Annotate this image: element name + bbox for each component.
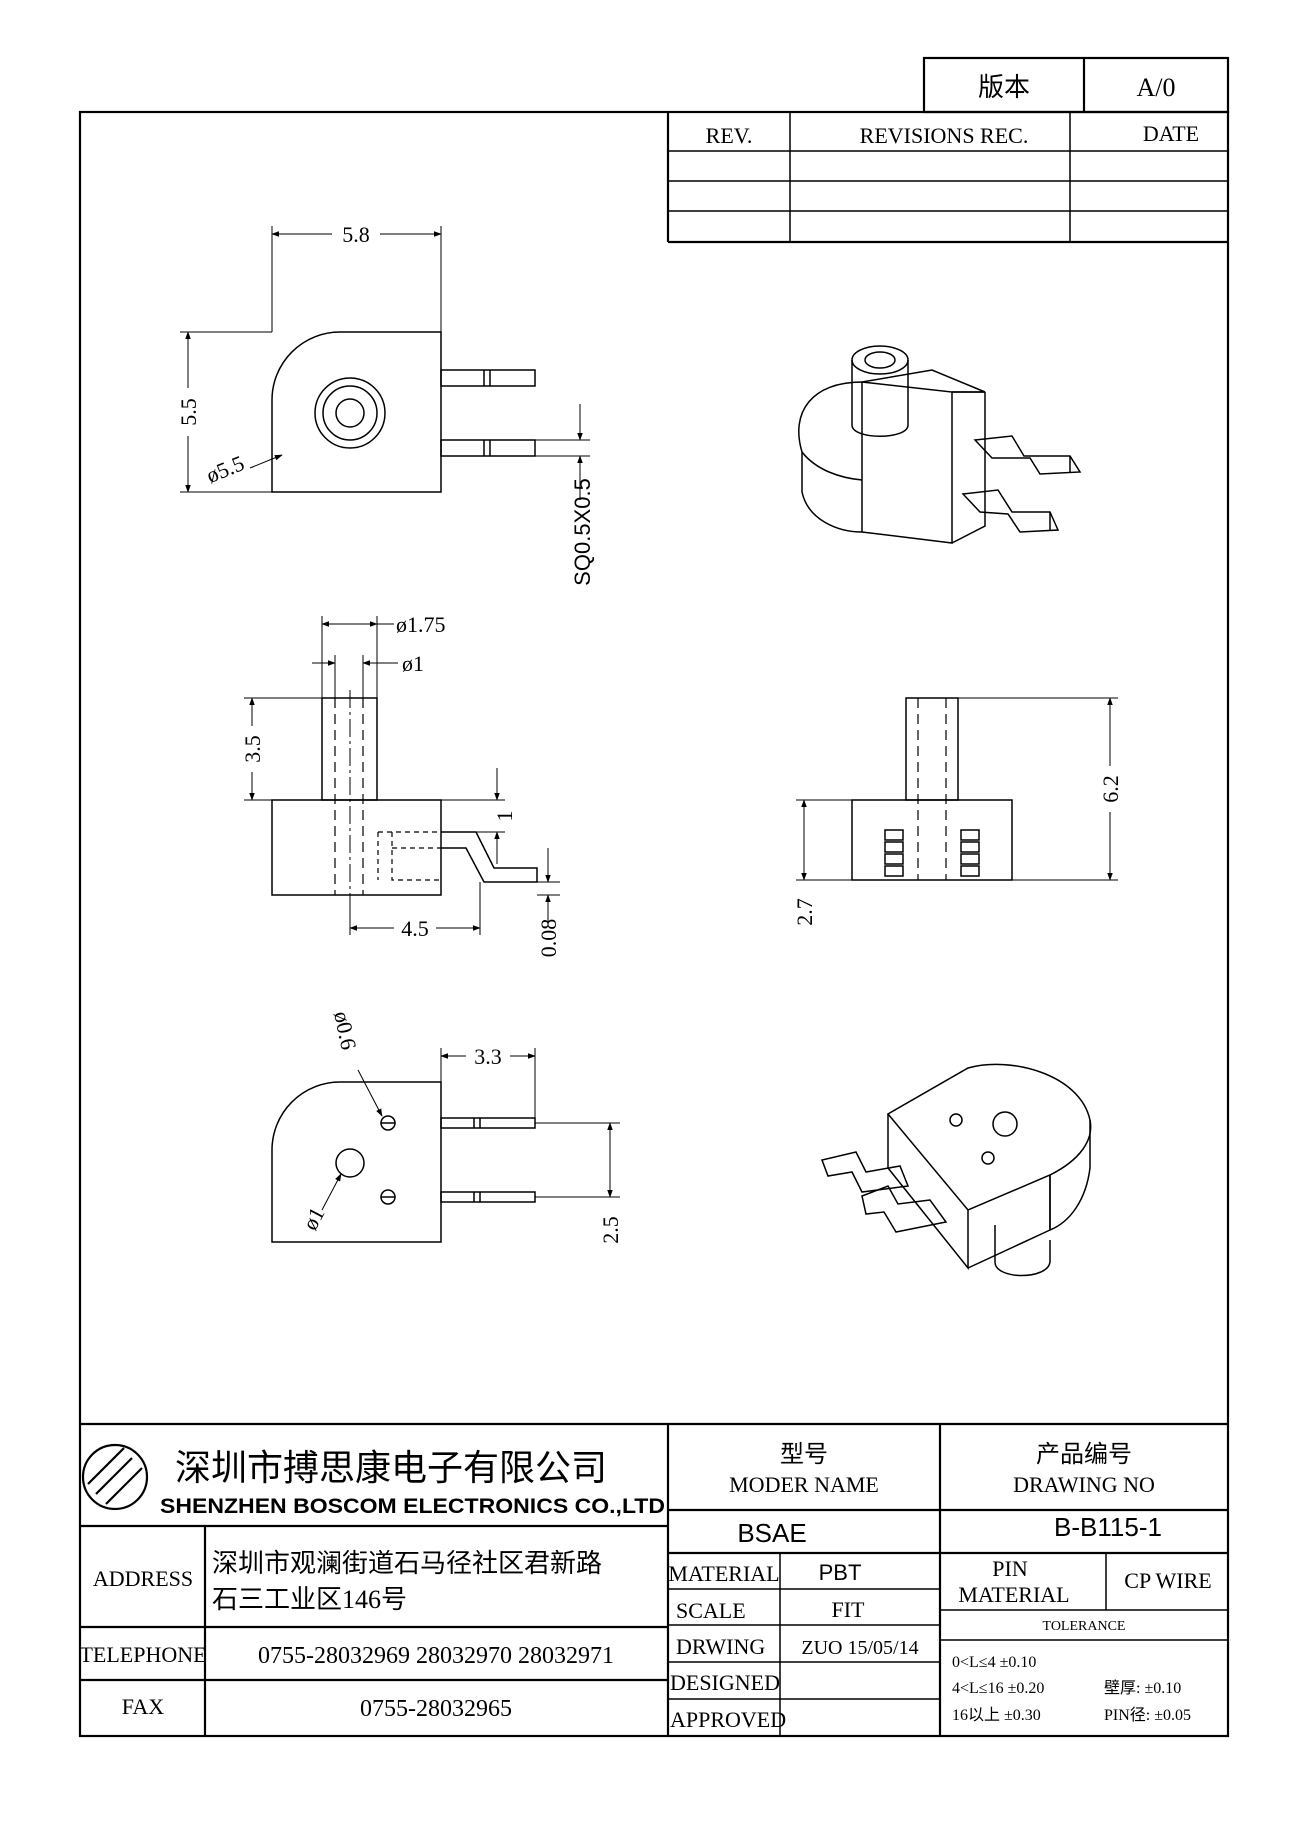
pin-material-label-2: MATERIAL	[958, 1582, 1069, 1607]
bottom-view: 3.3 2.5 ø0.6 ø1	[271, 1009, 623, 1244]
fax-value: 0755-28032965	[360, 1696, 512, 1722]
dim-pin-section: SQ0.5X0.5	[570, 478, 595, 586]
version-label: 版本	[978, 73, 1030, 102]
company-logo	[81, 1443, 149, 1511]
pin-material-value: CP WIRE	[1124, 1568, 1211, 1593]
drawing-value: B-B115-1	[1054, 1512, 1162, 1542]
drawing-label-en: DRAWING NO	[1013, 1472, 1155, 1497]
dim-tube-outer: ø1.75	[396, 612, 446, 637]
dim-tube-inner: ø1	[402, 651, 424, 676]
telephone-value: 0755-28032969 28032970 28032971	[258, 1643, 614, 1669]
address-line2: 石三工业区146号	[212, 1585, 407, 1614]
dim-bottom-pin-pitch: 2.5	[598, 1216, 623, 1244]
front-view: 2.7 6.2	[792, 697, 1124, 926]
tolerance-label: TOLERANCE	[1043, 1619, 1126, 1634]
pin-ends-right	[960, 829, 980, 877]
tolerance-row2: 4<L≤16 ±0.20	[952, 1680, 1044, 1697]
drawing-border	[78, 110, 1230, 1738]
pin-diameter: PIN径: ±0.05	[1104, 1706, 1191, 1724]
dim-side-step: 1	[492, 811, 517, 822]
top-view: 5.8 5.5 ø5.5 SQ0.5X0.5	[176, 220, 595, 586]
tolerance-row1: 0<L≤4 ±0.10	[952, 1654, 1036, 1671]
dim-top-height: 5.5	[176, 398, 201, 426]
dim-top-diameter: ø5.5	[203, 450, 248, 488]
dim-small-hole: ø0.6	[329, 1009, 361, 1052]
title-block: 深圳市搏思康电子有限公司 SHENZHEN BOSCOM ELECTRONICS…	[79, 1422, 1228, 1736]
drwing-value: ZUO 15/05/14	[801, 1637, 918, 1659]
material-label: MATERIAL	[668, 1561, 779, 1586]
dim-tube-height: 3.5	[240, 735, 265, 763]
rev-header: REV.	[706, 123, 753, 148]
dim-total-height: 6.2	[1098, 775, 1123, 803]
address-line1: 深圳市观澜街道石马径社区君新路	[212, 1549, 602, 1578]
side-view: ø1.75 ø1 3.5 1 4.5 0.08	[240, 612, 561, 957]
scale-value: FIT	[832, 1597, 866, 1622]
approved-label: APPROVED	[670, 1707, 786, 1732]
isometric-view-top	[798, 345, 1082, 544]
revision-table: REV. REVISIONS REC. DATE	[666, 112, 1228, 244]
drwing-label: DRWING	[676, 1634, 765, 1659]
designed-label: DESIGNED	[670, 1670, 780, 1695]
scale-label: SCALE	[676, 1598, 746, 1623]
dim-bottom-pin-length: 3.3	[474, 1044, 502, 1069]
tolerance-row3: 16以上 ±0.30	[952, 1706, 1041, 1724]
material-value: PBT	[819, 1560, 862, 1585]
dim-pin-offset: 0.08	[536, 919, 561, 958]
dim-top-width: 5.8	[342, 222, 370, 247]
version-value: A/0	[1137, 73, 1176, 102]
address-label: ADDRESS	[93, 1566, 193, 1591]
wall-thickness: 壁厚: ±0.10	[1104, 1678, 1181, 1697]
date-header: DATE	[1143, 121, 1199, 146]
telephone-label: TELEPHONE	[79, 1642, 206, 1667]
company-name-cn: 深圳市搏思康电子有限公司	[175, 1448, 607, 1488]
dim-body-height: 2.7	[792, 898, 817, 926]
fax-label: FAX	[122, 1694, 164, 1719]
model-label-en: MODER NAME	[729, 1472, 879, 1497]
revisions-rec-header: REVISIONS REC.	[860, 123, 1029, 148]
dim-pin-length: 4.5	[401, 916, 429, 941]
company-name-en: SHENZHEN BOSCOM ELECTRONICS CO.,LTD	[160, 1495, 665, 1518]
pin-ends-left	[884, 829, 904, 877]
pin-material-label-1: PIN	[992, 1556, 1028, 1581]
isometric-view-bottom	[820, 1063, 1092, 1277]
drawing-label-cn: 产品编号	[1036, 1441, 1132, 1468]
model-value: BSAE	[737, 1518, 806, 1548]
model-label-cn: 型号	[780, 1441, 828, 1468]
version-block: 版本 A/0	[922, 56, 1230, 114]
dim-center-hole: ø1	[297, 1203, 329, 1234]
